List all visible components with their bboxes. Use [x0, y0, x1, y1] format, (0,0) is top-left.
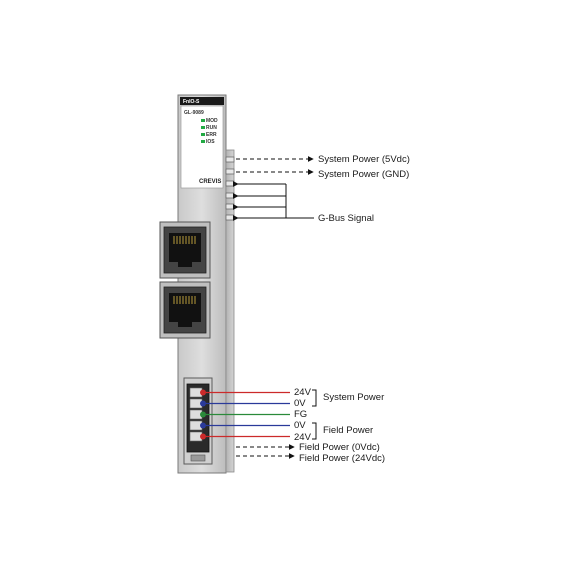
terminal-screw-icon	[200, 411, 206, 418]
terminal-screw-icon	[200, 389, 206, 396]
terminal-label-24v-field: 24V	[294, 432, 312, 443]
led-err-icon	[201, 133, 205, 136]
module-side-panel	[225, 149, 235, 473]
terminal-screw-icon	[200, 400, 206, 407]
field-power-brace	[312, 422, 317, 440]
terminal-label-0v-field: 0V	[294, 420, 306, 431]
terminal-label-fg: FG	[294, 409, 307, 420]
system-power-5v-label: System Power (5Vdc)	[318, 154, 410, 165]
terminal-pins	[189, 387, 206, 442]
module-code: GL-9089	[184, 110, 204, 116]
model-label-strip	[180, 97, 224, 105]
terminal-label-0v-system: 0V	[294, 398, 306, 409]
led-run-label: RUN	[206, 125, 217, 131]
system-power-group-label: System Power	[323, 392, 384, 403]
field-power-group-label: Field Power	[323, 425, 373, 436]
terminal-screw-icon	[200, 422, 206, 429]
led-group: MOD RUN ERR IOS	[201, 118, 218, 145]
field-power-0v-label: Field Power (0Vdc)	[299, 442, 380, 453]
field-power-24v-label: Field Power (24Vdc)	[299, 453, 385, 464]
led-ios-label: IOS	[206, 139, 215, 145]
model-label: FnIO-S	[183, 99, 200, 105]
led-mod-icon	[201, 119, 205, 122]
ethernet-port-2[interactable]	[159, 281, 211, 339]
gbus-signal-label: G-Bus Signal	[318, 213, 374, 224]
terminal-screw-icon	[200, 433, 206, 440]
front-plate	[180, 105, 224, 189]
led-run-icon	[201, 126, 205, 129]
terminal-label-24v-system: 24V	[294, 387, 312, 398]
system-power-gnd-label: System Power (GND)	[318, 169, 409, 180]
led-ios-icon	[201, 140, 205, 143]
led-mod-label: MOD	[206, 118, 218, 124]
gbus-bracket	[232, 181, 314, 221]
system-power-brace	[312, 389, 317, 407]
brand-logo: CREVIS	[199, 179, 221, 185]
led-err-label: ERR	[206, 132, 217, 138]
ethernet-port-1[interactable]	[159, 221, 211, 279]
